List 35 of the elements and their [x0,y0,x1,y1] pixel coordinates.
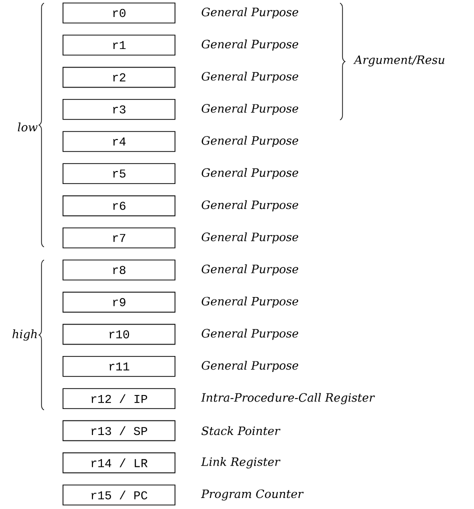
register-box: r12 / IP [62,388,176,409]
register-box: r7 [62,228,176,248]
register-description: General Purpose [202,232,298,244]
register-description: General Purpose [202,168,298,180]
register-description: General Purpose [202,7,298,19]
register-description: General Purpose [202,328,298,340]
register-description: General Purpose [202,296,298,308]
register-description: General Purpose [202,136,298,148]
register-box: r2 [62,66,176,88]
register-description: Program Counter [201,489,304,501]
register-box: r15 / PC [62,484,176,506]
group-label: low [18,122,38,132]
register-description: General Purpose [202,264,298,276]
register-box: r8 [62,260,176,280]
register-description: General Purpose [202,40,298,51]
register-box: r3 [62,99,176,120]
register-box: r14 / LR [62,452,176,474]
register-box: r6 [62,195,176,216]
register-box: r9 [62,292,176,313]
register-description: General Purpose [202,72,298,83]
register-box: r11 [62,356,176,377]
register-box: r13 / SP [62,420,176,442]
register-box: r4 [62,131,176,152]
group-label: high [12,329,37,341]
register-description: General Purpose [202,360,298,372]
register-box: r10 [62,324,176,345]
register-description: Stack Pointer [202,426,280,436]
register-description: Link Register [201,457,280,468]
register-box: r5 [62,163,176,184]
group-label: Argument/Resu [353,56,444,66]
register-box: r0 [62,2,176,24]
register-description: Intra-Procedure-Call Register [201,392,375,404]
register-description: General Purpose [202,200,298,212]
register-box: r1 [62,34,176,56]
register-description: General Purpose [202,104,298,115]
